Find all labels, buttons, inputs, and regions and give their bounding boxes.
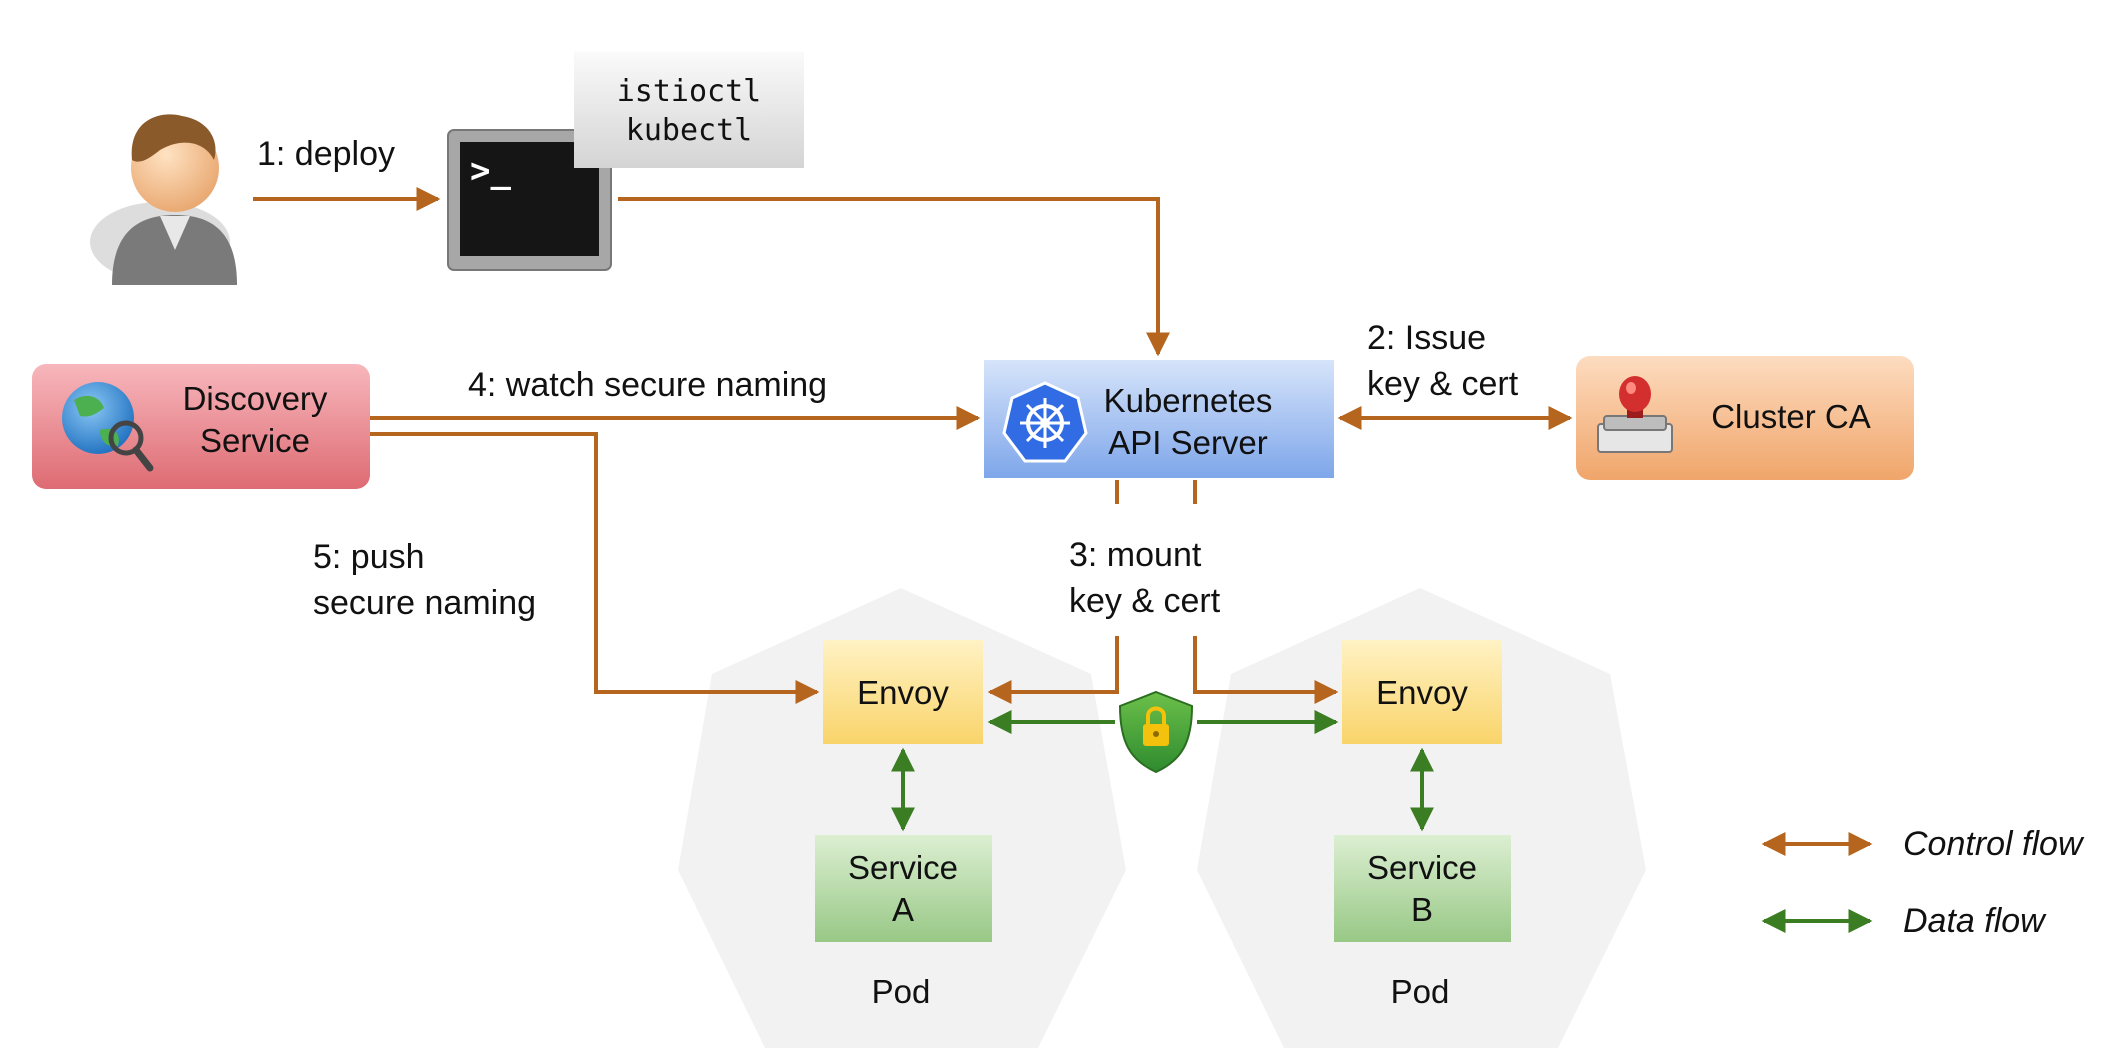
envoy-a-label: Envoy	[857, 674, 949, 711]
svg-text:>_: >_	[470, 151, 511, 191]
kubernetes-helm-icon	[1002, 381, 1088, 463]
issue-label-2: key & cert	[1367, 365, 1519, 403]
service-b-label-1: Service	[1367, 849, 1477, 886]
legend-data-label: Data flow	[1903, 902, 2047, 940]
api-server-label-1: Kubernetes	[1104, 382, 1273, 419]
user-icon	[90, 114, 237, 285]
service-a-box: Service A	[815, 835, 992, 942]
pod-left-label: Pod	[872, 973, 931, 1010]
envoy-b-box: Envoy	[1342, 640, 1502, 744]
service-b-box: Service B	[1334, 835, 1511, 942]
envoy-b-label: Envoy	[1376, 674, 1468, 711]
kubernetes-api-server-box: Kubernetes API Server	[984, 360, 1334, 478]
discovery-service-label-1: Discovery	[183, 380, 328, 417]
service-a-label-2: A	[892, 891, 914, 928]
mount-label-1: 3: mount	[1069, 536, 1202, 574]
mount-arrow-a-lower	[987, 636, 1119, 704]
push-arrow	[370, 432, 820, 704]
service-b-label-2: B	[1411, 891, 1433, 928]
cluster-ca-box: Cluster CA	[1576, 356, 1914, 480]
command-kubectl: kubectl	[626, 113, 752, 148]
command-istioctl: istioctl	[617, 74, 762, 109]
envoy-a-box: Envoy	[823, 640, 983, 744]
terminal-to-api-arrow	[618, 197, 1170, 357]
push-label-2: secure naming	[313, 584, 536, 622]
service-a-label-1: Service	[848, 849, 958, 886]
mount-label-2: key & cert	[1069, 582, 1221, 620]
globe-search-icon	[62, 382, 154, 472]
cluster-ca-label: Cluster CA	[1711, 398, 1871, 435]
api-server-label-2: API Server	[1108, 424, 1268, 461]
mount-arrow-b-lower	[1193, 636, 1339, 704]
issue-label-1: 2: Issue	[1367, 319, 1486, 357]
watch-label: 4: watch secure naming	[468, 366, 827, 404]
deploy-label: 1: deploy	[257, 135, 395, 173]
push-label-1: 5: push	[313, 538, 425, 576]
shield-lock-icon	[1118, 690, 1194, 774]
pod-right-label: Pod	[1391, 973, 1450, 1010]
legend: Control flow Data flow	[1761, 825, 2085, 940]
legend-control-label: Control flow	[1903, 825, 2085, 863]
discovery-service-box: Discovery Service	[32, 364, 370, 489]
discovery-service-label-2: Service	[200, 422, 310, 459]
stamp-icon	[1597, 376, 1673, 453]
terminal-commands-label: istioctl kubectl	[574, 52, 804, 168]
